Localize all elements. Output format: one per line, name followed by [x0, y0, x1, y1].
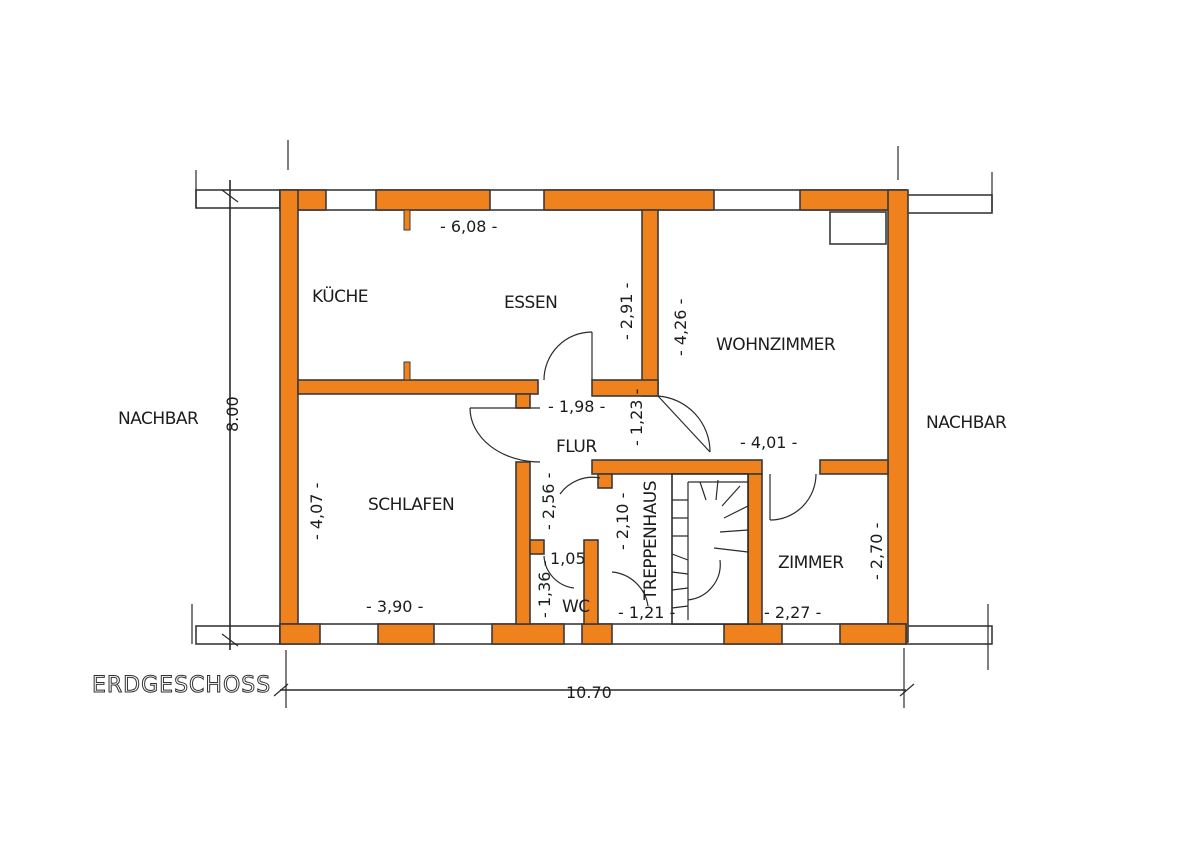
dim-living-depth: - 4,26 -: [671, 299, 690, 356]
doors: [469, 331, 817, 607]
room-label-room: ZIMMER: [778, 553, 844, 573]
dim-stair-depth: - 2,10 -: [613, 493, 632, 550]
overall-width-label: 10.70: [566, 683, 612, 702]
room-label-wc: WC: [562, 597, 590, 617]
dim-bedroom-depth: - 4,07 -: [307, 483, 326, 540]
dim-bedroom-width: - 3,90 -: [366, 597, 423, 616]
dim-kitchen-width: - 6,08 -: [440, 217, 497, 236]
dimension-labels: - 6,08 - - 2,91 - - 4,26 - - 1,98 - - 1,…: [307, 217, 886, 622]
room-label-kitchen: KÜCHE: [312, 285, 368, 307]
dim-wc-width: 1,05: [550, 549, 586, 568]
room-label-hall: FLUR: [556, 437, 597, 457]
dimension-lines: [191, 140, 993, 708]
dim-living-width: - 4,01 -: [740, 433, 797, 452]
plan-title: ERDGESCHOSS: [92, 673, 271, 698]
dim-kitchen-depth: - 2,91 -: [617, 283, 636, 340]
neighbor-label-left: NACHBAR: [118, 409, 199, 429]
dim-stair-width: - 1,21 -: [618, 603, 675, 622]
dim-hall-lower: - 2,56 -: [539, 473, 558, 530]
overall-height-label: 8.00: [223, 396, 242, 432]
room-label-stairwell: TREPPENHAUS: [641, 481, 661, 601]
dim-hall-depth: - 1,23 -: [627, 389, 646, 446]
staircase: [671, 473, 749, 625]
exterior-walls: [279, 189, 909, 645]
room-label-living: WOHNZIMMER: [716, 335, 836, 355]
neighbor-label-right: NACHBAR: [926, 413, 1007, 433]
dim-room-width: - 2,27 -: [764, 603, 821, 622]
room-labels: KÜCHE ESSEN WOHNZIMMER FLUR SCHLAFEN ZIM…: [312, 285, 845, 617]
dim-wc-depth: - 1,36 -: [535, 561, 554, 618]
dim-hall-width: - 1,98 -: [548, 397, 605, 416]
room-label-bedroom: SCHLAFEN: [368, 495, 454, 515]
site-labels: NACHBAR NACHBAR 8.00 10.70 ERDGESCHOSS: [92, 396, 1008, 702]
interior-walls: [297, 209, 889, 625]
room-label-dining: ESSEN: [504, 293, 557, 313]
dim-room-depth: - 2,70 -: [867, 523, 886, 580]
